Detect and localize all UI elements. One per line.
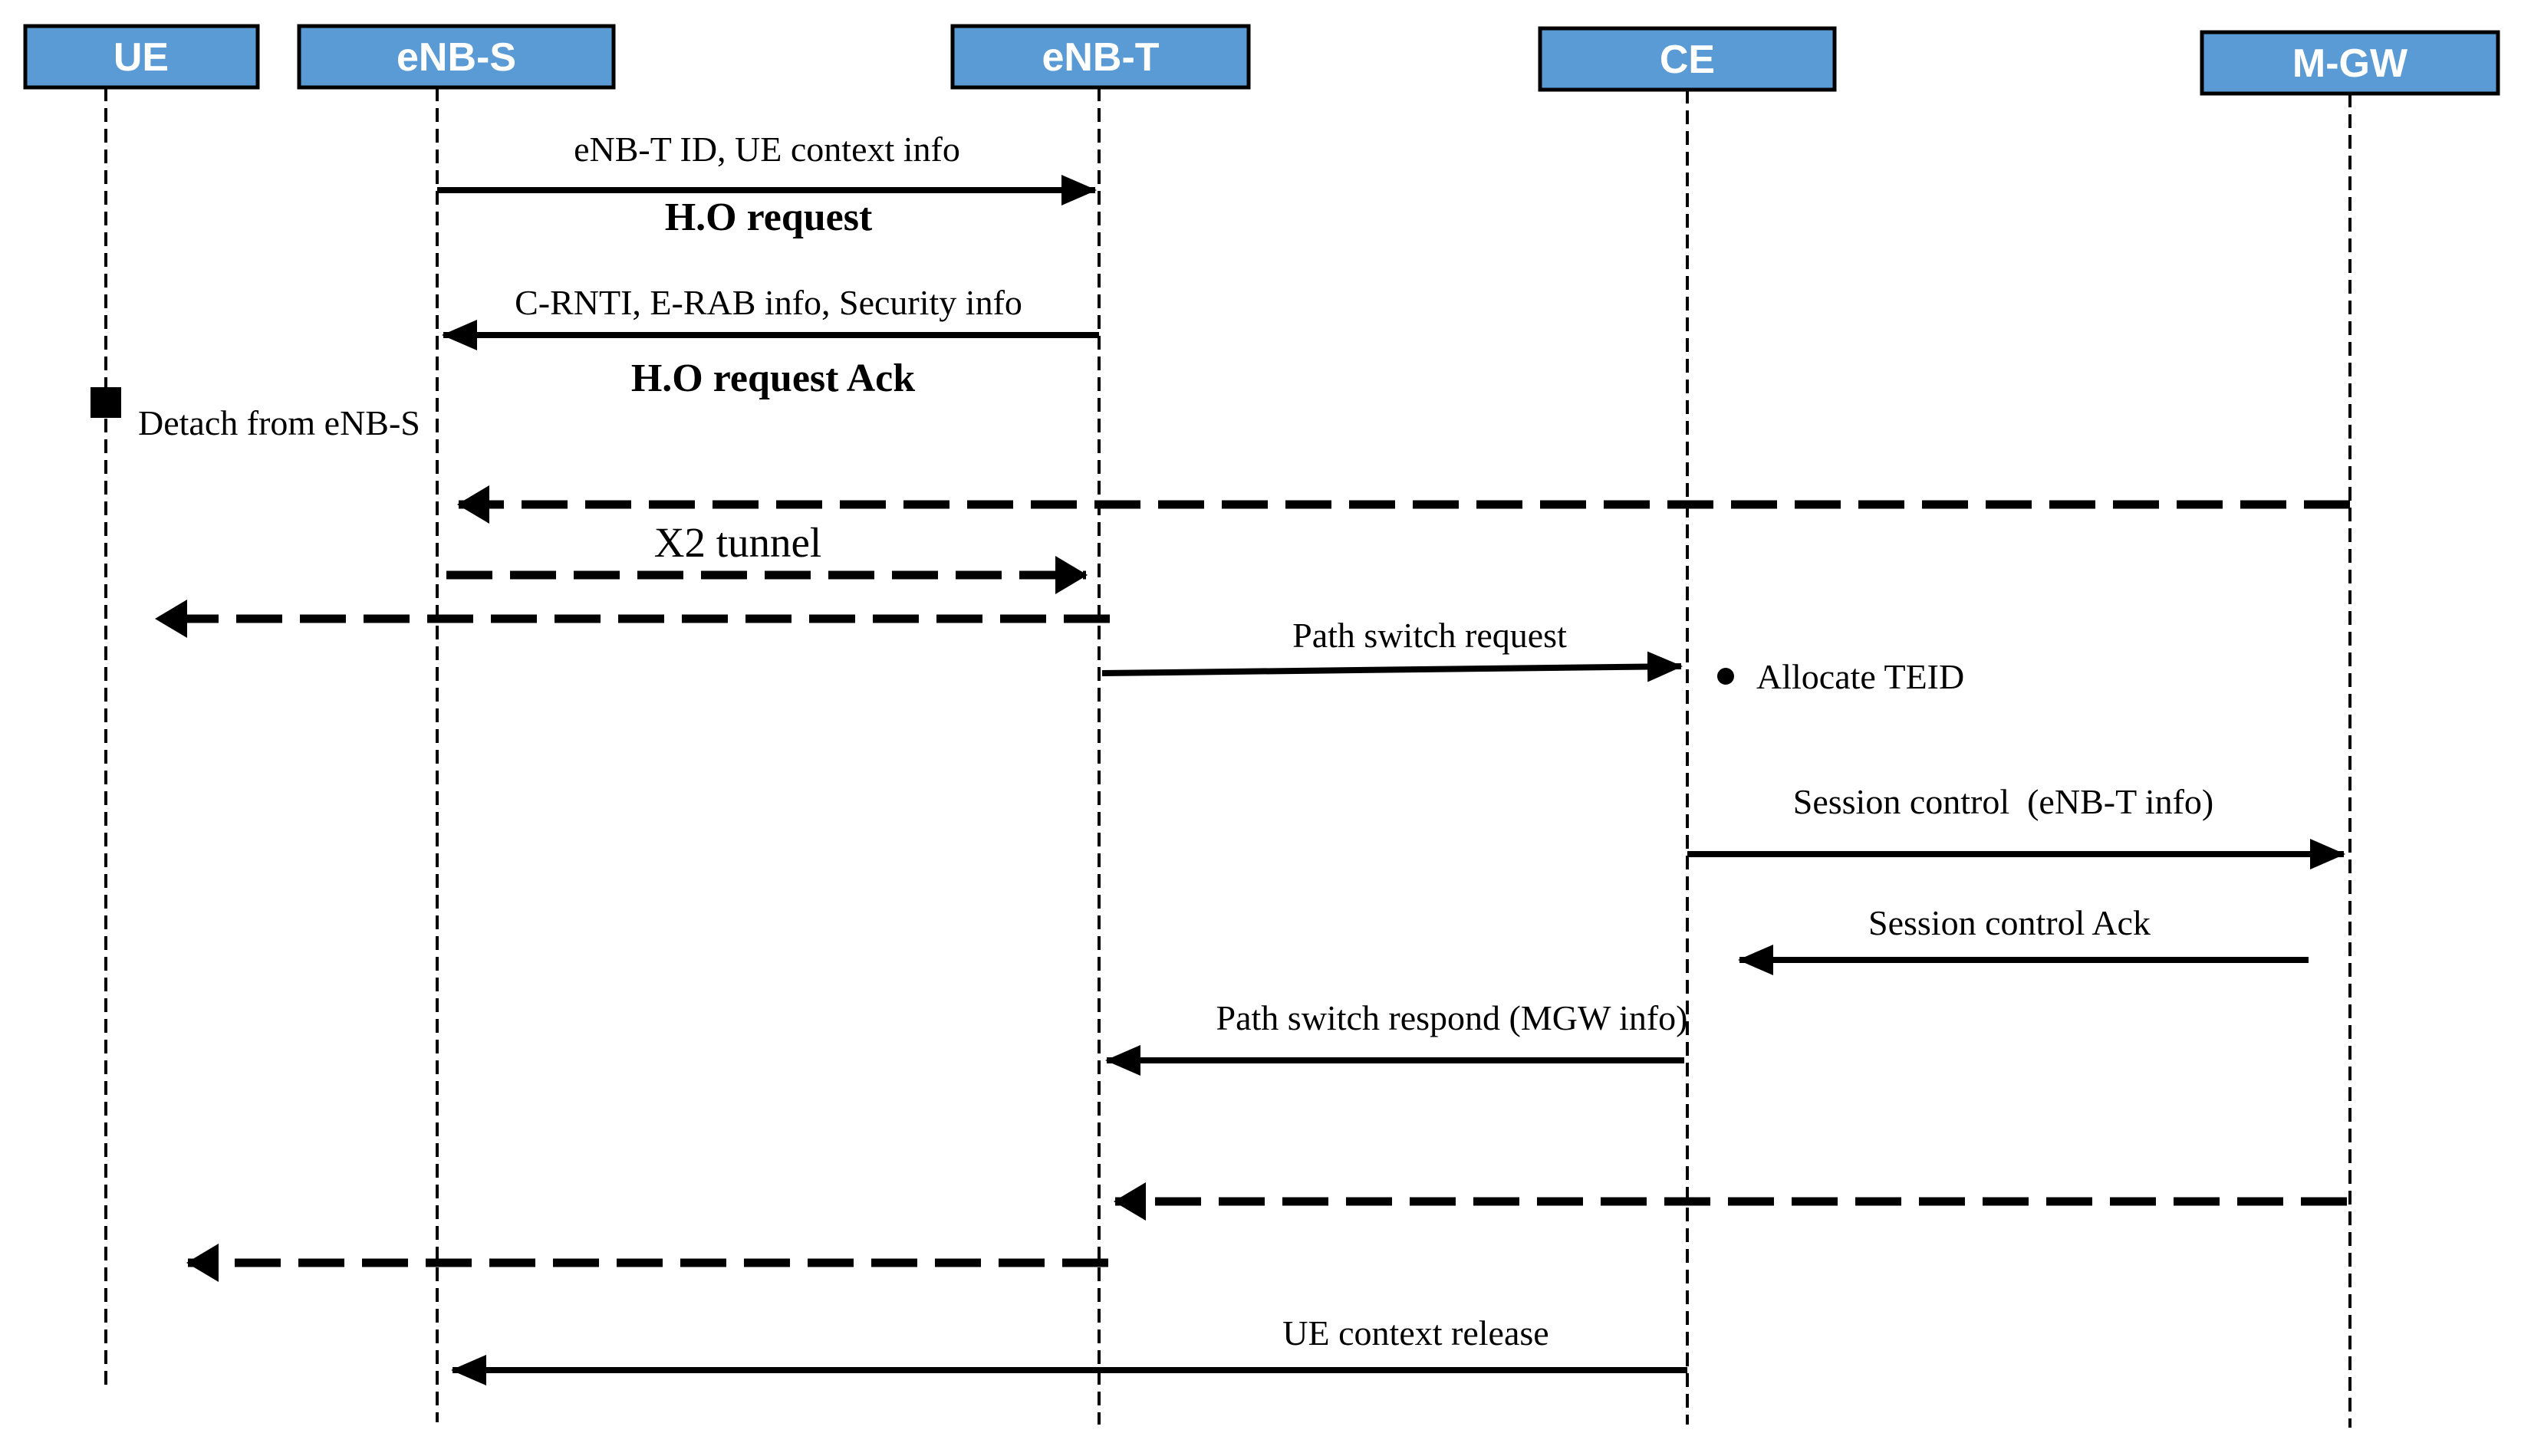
actor-box-ce	[1538, 26, 1837, 92]
label-path-switch-respond: Path switch respond (MGW info)	[1216, 998, 1688, 1037]
label-x2-tunnel: X2 tunnel	[654, 519, 821, 566]
arrow-path-switch-request	[1101, 651, 1683, 682]
actor-enb-s: eNB-S	[297, 24, 616, 90]
label-allocate-teid: Allocate TEID	[1756, 657, 1964, 696]
actor-label-enb-s: eNB-S	[397, 35, 516, 80]
bullet-icon	[1717, 668, 1734, 685]
actor-label-ce: CE	[1660, 38, 1715, 82]
actor-box-enb-t	[950, 24, 1251, 90]
actor-box-enb-s	[297, 24, 616, 90]
label-session-control: Session control (eNB-T info)	[1793, 782, 2214, 821]
actor-ce: CE	[1538, 26, 1837, 92]
label-ho-request-ack-info: C-RNTI, E-RAB info, Security info	[515, 283, 1022, 322]
label-session-control-ack: Session control Ack	[1868, 903, 2151, 942]
detach-state-marker	[91, 387, 121, 418]
actor-mgw: M-GW	[2200, 30, 2500, 96]
actor-label-mgw: M-GW	[2292, 41, 2408, 86]
actor-box-ue	[23, 24, 260, 90]
actor-label-ue: UE	[114, 35, 169, 80]
label-ue-context-release: UE context release	[1282, 1313, 1548, 1352]
actor-label-enb-t: eNB-T	[1042, 35, 1159, 80]
label-ho-request-ack: H.O request Ack	[631, 357, 915, 400]
label-path-switch-request: Path switch request	[1292, 616, 1567, 655]
actor-box-mgw	[2200, 30, 2500, 96]
label-ho-request: H.O request	[665, 196, 873, 239]
label-detach: Detach from eNB-S	[138, 403, 420, 442]
actor-ue: UE	[23, 24, 260, 90]
label-ho-request-info: eNB-T ID, UE context info	[574, 130, 960, 169]
actor-enb-t: eNB-T	[950, 24, 1251, 90]
